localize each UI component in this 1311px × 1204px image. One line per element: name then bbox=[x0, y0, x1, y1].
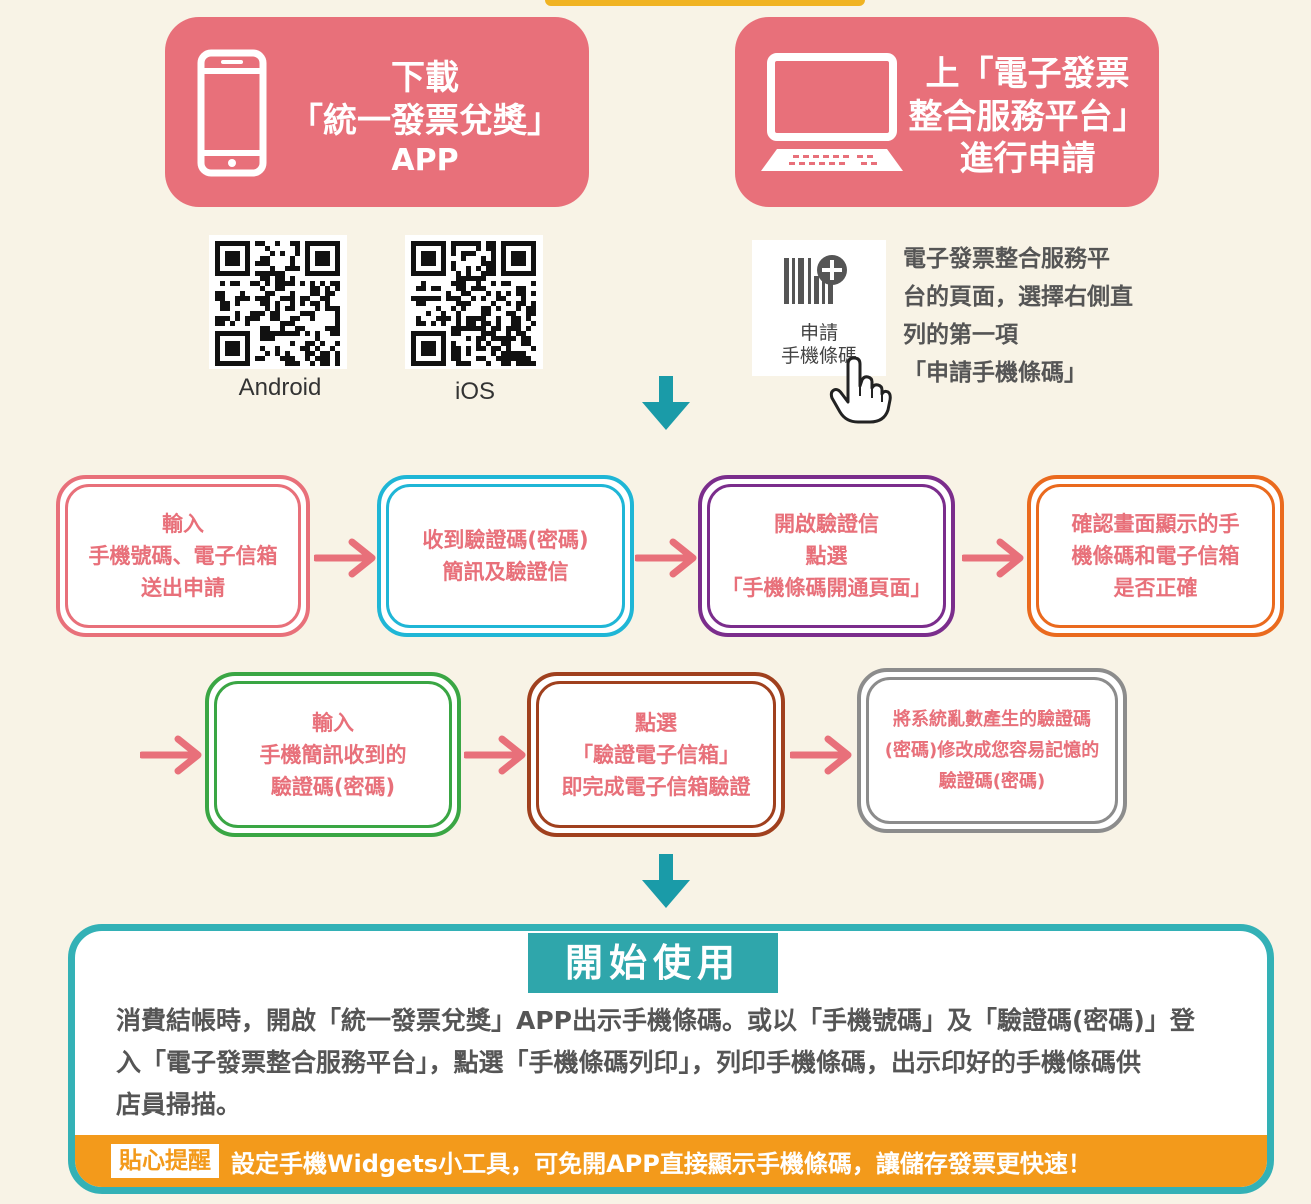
step-3-open-email: 開啟驗證信 點選 「手機條碼開通頁面」 bbox=[698, 475, 955, 637]
step-2-receive-code: 收到驗證碼(密碼) 簡訊及驗證信 bbox=[377, 475, 634, 637]
right-arrow-icon bbox=[314, 538, 376, 578]
smartphone-icon bbox=[197, 49, 267, 177]
app-card-line3: APP bbox=[391, 143, 459, 178]
start-body-line1: 消費結帳時，開啟「統一發票兌獎」APP出示手機條碼。或以「手機號碼」及「驗證碼(… bbox=[116, 1006, 1195, 1035]
platform-card-line1: 上「電子發票 bbox=[925, 54, 1130, 94]
apply-instruction-line1: 電子發票整合服務平 bbox=[903, 246, 1110, 272]
start-using-body: 消費結帳時，開啟「統一發票兌獎」APP出示手機條碼。或以「手機號碼」及「驗證碼(… bbox=[116, 1000, 1246, 1126]
tip-text: 設定手機Widgets小工具，可免開APP直接顯示手機條碼，讓儲存發票更快速！ bbox=[231, 1149, 1092, 1178]
step-1-enter-phone-email: 輸入 手機號碼、電子信箱 送出申請 bbox=[56, 475, 310, 637]
app-card-line2: 「統一發票兌獎」 bbox=[289, 100, 561, 141]
step-3-line: 「手機條碼開通頁面」 bbox=[721, 576, 932, 600]
app-card-line1: 下載 bbox=[391, 58, 459, 98]
step-6-verify-email: 點選 「驗證電子信箱」 即完成電子信箱驗證 bbox=[527, 672, 785, 837]
apply-instruction-line2: 台的頁面，選擇右側直 bbox=[903, 284, 1133, 310]
apply-barcode-button[interactable]: 申請 手機條碼 bbox=[752, 240, 886, 376]
android-label: Android bbox=[238, 374, 322, 401]
ios-label: iOS bbox=[454, 378, 495, 405]
top-accent-bar bbox=[545, 0, 865, 6]
step-1-line: 手機號碼、電子信箱 bbox=[88, 544, 278, 568]
down-arrow-icon bbox=[642, 854, 690, 908]
step-6-line: 即完成電子信箱驗證 bbox=[561, 774, 751, 799]
step-5-line: 手機簡訊收到的 bbox=[259, 742, 407, 767]
step-2-line: 收到驗證碼(密碼) bbox=[422, 528, 589, 552]
apply-instruction: 電子發票整合服務平 台的頁面，選擇右側直 列的第一項 「申請手機條碼」 bbox=[903, 240, 1183, 392]
apply-button-line2: 手機條碼 bbox=[780, 345, 857, 367]
right-arrow-icon bbox=[140, 735, 202, 775]
step-7-line: 驗證碼(密碼) bbox=[938, 771, 1046, 792]
start-body-line3: 店員掃描。 bbox=[116, 1090, 242, 1119]
platform-card-line3: 進行申請 bbox=[959, 139, 1096, 179]
ios-qr-code[interactable] bbox=[405, 235, 543, 369]
pointer-hand-icon bbox=[829, 356, 892, 424]
start-using-title: 開始使用 bbox=[528, 933, 778, 993]
step-4-line: 是否正確 bbox=[1113, 576, 1198, 600]
tip-bar: 貼心提醒 設定手機Widgets小工具，可免開APP直接顯示手機條碼，讓儲存發票… bbox=[75, 1135, 1267, 1187]
apply-instruction-line4: 「申請手機條碼」 bbox=[903, 360, 1087, 386]
step-7-change-code: 將系統亂數產生的驗證碼 (密碼)修改成您容易記憶的 驗證碼(密碼) bbox=[857, 668, 1127, 833]
step-3-line: 點選 bbox=[805, 544, 848, 568]
computer-icon bbox=[761, 53, 903, 171]
step-6-line: 「驗證電子信箱」 bbox=[572, 742, 740, 767]
right-arrow-icon bbox=[464, 735, 526, 775]
app-download-card: 下載 「統一發票兌獎」 APP bbox=[165, 17, 589, 207]
apply-button-line1: 申請 bbox=[799, 322, 838, 344]
step-4-line: 確認畫面顯示的手 bbox=[1071, 512, 1240, 536]
step-3-line: 開啟驗證信 bbox=[774, 512, 879, 536]
barcode-plus-icon bbox=[784, 255, 847, 304]
step-5-line: 輸入 bbox=[312, 710, 354, 735]
start-body-line2: 入「電子發票整合服務平台」，點選「手機條碼列印」，列印手機條碼，出示印好的手機條… bbox=[116, 1048, 1142, 1077]
android-qr-code[interactable] bbox=[209, 235, 347, 369]
step-4-line: 機條碼和電子信箱 bbox=[1071, 544, 1240, 568]
platform-card: 上「電子發票 整合服務平台」 進行申請 bbox=[735, 17, 1159, 207]
step-4-confirm: 確認畫面顯示的手 機條碼和電子信箱 是否正確 bbox=[1027, 475, 1284, 637]
step-7-line: (密碼)修改成您容易記憶的 bbox=[884, 740, 1100, 761]
step-5-line: 驗證碼(密碼) bbox=[270, 774, 396, 799]
tip-badge: 貼心提醒 bbox=[111, 1144, 219, 1178]
apply-instruction-line3: 列的第一項 bbox=[903, 322, 1018, 348]
step-5-enter-sms-code: 輸入 手機簡訊收到的 驗證碼(密碼) bbox=[205, 672, 461, 837]
step-7-line: 將系統亂數產生的驗證碼 bbox=[892, 709, 1091, 730]
down-arrow-icon bbox=[642, 376, 690, 430]
right-arrow-icon bbox=[962, 538, 1024, 578]
step-1-line: 輸入 bbox=[162, 512, 204, 536]
step-1-line: 送出申請 bbox=[141, 576, 225, 600]
step-6-line: 點選 bbox=[635, 710, 677, 735]
right-arrow-icon bbox=[635, 538, 697, 578]
platform-card-line2: 整合服務平台」 bbox=[908, 96, 1147, 137]
step-2-line: 簡訊及驗證信 bbox=[442, 560, 569, 584]
right-arrow-icon bbox=[790, 735, 852, 775]
